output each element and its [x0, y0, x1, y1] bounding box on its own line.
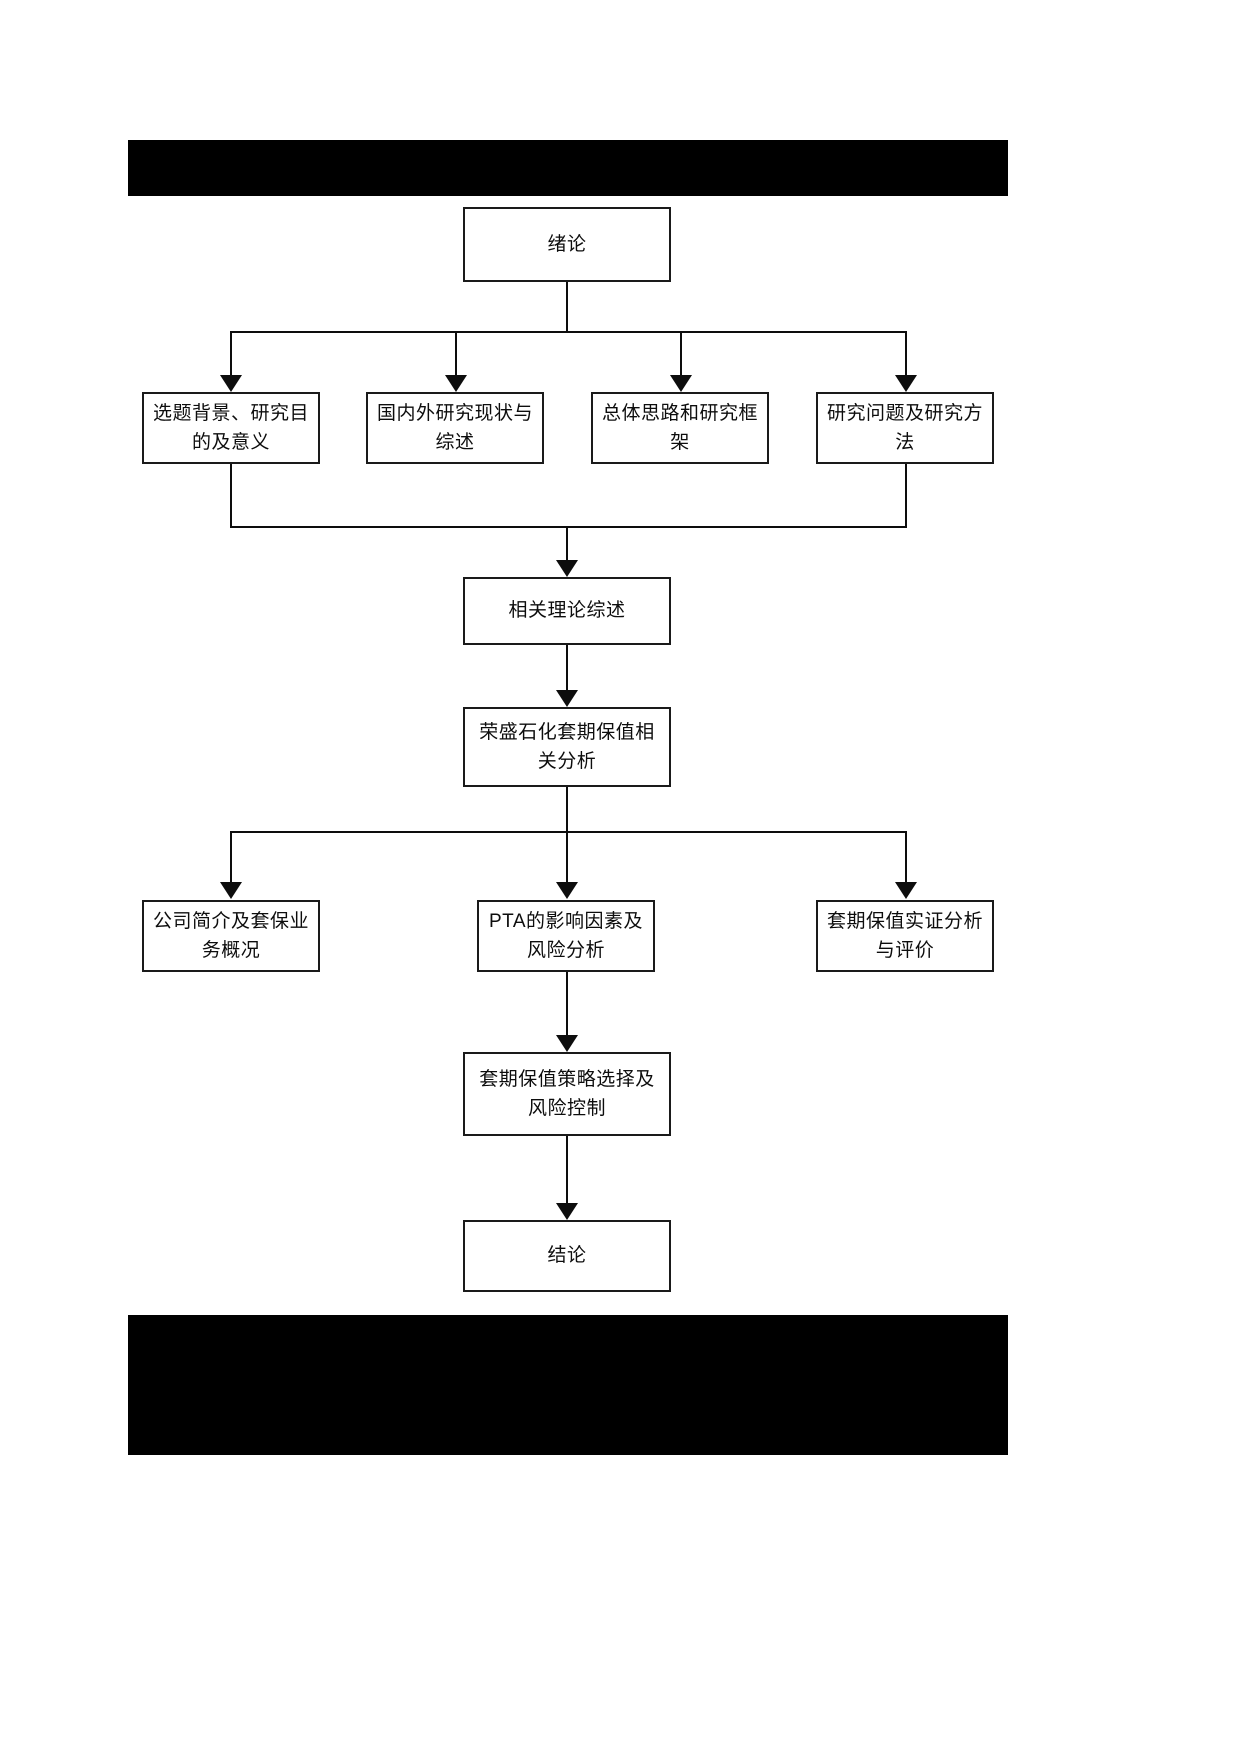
- connector-pta-to-strategy: [566, 972, 568, 1040]
- node-intro-label: 绪论: [547, 233, 587, 255]
- connector-to-node-pta: [566, 831, 568, 886]
- node-conclusion-label: 结论: [547, 1245, 587, 1267]
- connector-theory-to-case: [566, 645, 568, 695]
- connector-background-down: [230, 464, 232, 528]
- node-framework[interactable]: 总体思路和研究框架: [591, 392, 769, 464]
- connector-to-node-literature: [455, 331, 457, 379]
- arrowhead-to-node-literature: [445, 375, 467, 392]
- node-company-label: 公司简介及套保业务概况: [152, 910, 309, 961]
- node-background-label: 选题背景、研究目的及意义: [152, 402, 309, 453]
- arrowhead-to-node-framework: [670, 375, 692, 392]
- arrowhead-to-node-theory: [556, 560, 578, 577]
- bottom-redaction-bar: [128, 1315, 1008, 1455]
- node-strategy-label: 套期保值策略选择及风险控制: [479, 1068, 655, 1119]
- connector-to-node-method: [905, 331, 907, 379]
- node-pta-label: PTA的影响因素及风险分析: [488, 910, 644, 961]
- arrowhead-to-node-empirical: [895, 882, 917, 899]
- node-intro[interactable]: 绪论: [463, 207, 671, 282]
- connector-level2-merge-bus: [230, 526, 907, 528]
- arrowhead-to-node-case: [556, 690, 578, 707]
- connector-to-node-empirical: [905, 831, 907, 886]
- node-pta[interactable]: PTA的影响因素及风险分析: [477, 900, 655, 972]
- node-company[interactable]: 公司简介及套保业务概况: [142, 900, 320, 972]
- arrowhead-to-node-pta: [556, 882, 578, 899]
- arrowhead-to-node-background: [220, 375, 242, 392]
- arrowhead-to-node-company: [220, 882, 242, 899]
- node-literature[interactable]: 国内外研究现状与综述: [366, 392, 544, 464]
- connector-to-node-theory: [566, 526, 568, 566]
- connector-method-down: [905, 464, 907, 528]
- connector-to-node-company: [230, 831, 232, 886]
- node-conclusion[interactable]: 结论: [463, 1220, 671, 1292]
- node-method[interactable]: 研究问题及研究方法: [816, 392, 994, 464]
- node-strategy[interactable]: 套期保值策略选择及风险控制: [463, 1052, 671, 1136]
- node-theory-label: 相关理论综述: [508, 600, 626, 622]
- node-theory[interactable]: 相关理论综述: [463, 577, 671, 645]
- node-background[interactable]: 选题背景、研究目的及意义: [142, 392, 320, 464]
- connector-level2-bus: [230, 331, 906, 333]
- node-method-label: 研究问题及研究方法: [826, 402, 983, 453]
- node-case[interactable]: 荣盛石化套期保值相关分析: [463, 707, 671, 787]
- node-empirical[interactable]: 套期保值实证分析与评价: [816, 900, 994, 972]
- node-literature-label: 国内外研究现状与综述: [376, 402, 533, 453]
- connector-intro-down: [566, 282, 568, 332]
- node-framework-label: 总体思路和研究框架: [601, 402, 758, 453]
- node-case-label: 荣盛石化套期保值相关分析: [479, 721, 655, 772]
- connector-to-node-background: [230, 331, 232, 379]
- top-redaction-bar: [128, 140, 1008, 196]
- connector-strategy-to-conclusion: [566, 1136, 568, 1208]
- connector-case-down: [566, 787, 568, 832]
- arrowhead-to-node-conclusion: [556, 1203, 578, 1220]
- arrowhead-to-node-method: [895, 375, 917, 392]
- connector-level4-bus: [230, 831, 906, 833]
- node-empirical-label: 套期保值实证分析与评价: [826, 910, 983, 961]
- arrowhead-to-node-strategy: [556, 1035, 578, 1052]
- connector-to-node-framework: [680, 331, 682, 379]
